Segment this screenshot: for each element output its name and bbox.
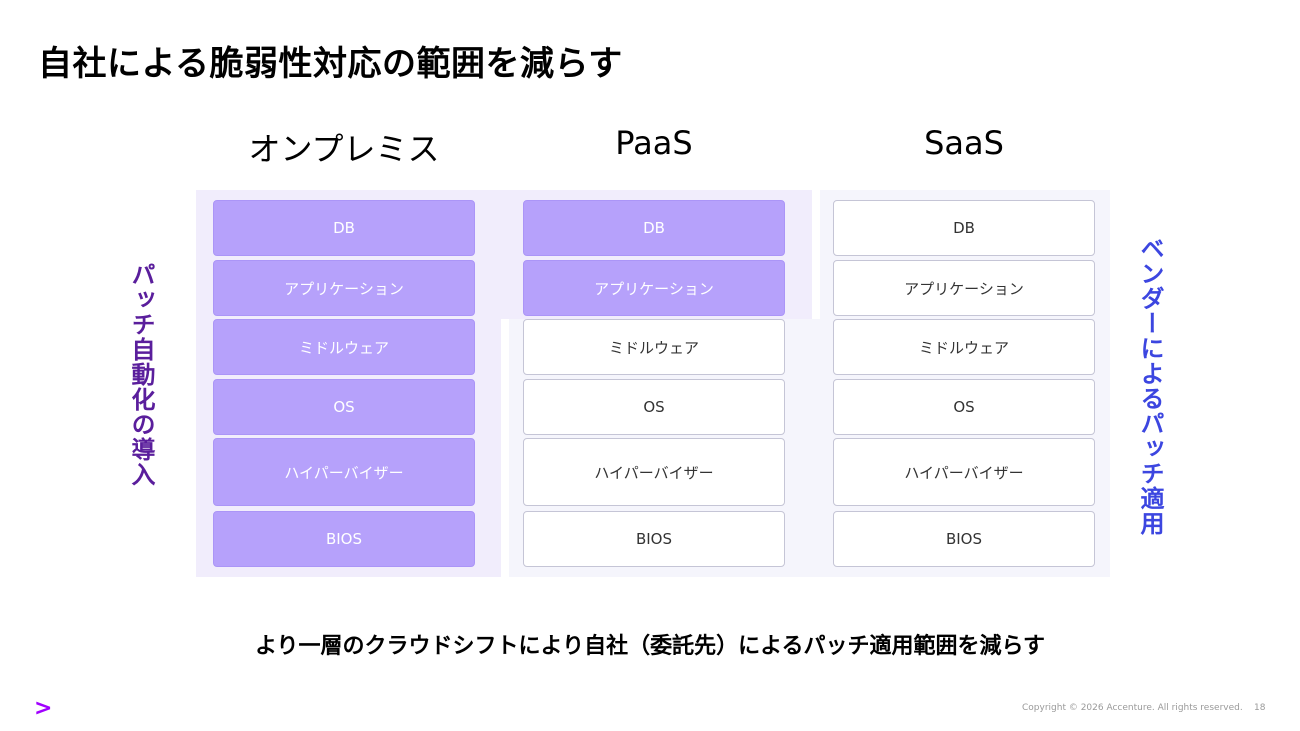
layer-block-bios: BIOS: [213, 511, 475, 567]
layer-block-hypervisor: ハイパーバイザー: [833, 438, 1095, 506]
layer-block-db: DB: [213, 200, 475, 256]
column-header-on-premises: オンプレミス: [248, 130, 440, 168]
layer-block-application: アプリケーション: [213, 260, 475, 316]
layer-block-hypervisor: ハイパーバイザー: [213, 438, 475, 506]
slide-title: 自社による脆弱性対応の範囲を減らす: [38, 44, 623, 84]
layer-block-db: DB: [523, 200, 785, 256]
patch-automation-label: パッチ自動化の導入: [127, 262, 155, 487]
layer-block-application: アプリケーション: [523, 260, 785, 316]
layer-block-os: OS: [833, 379, 1095, 435]
layer-block-application: アプリケーション: [833, 260, 1095, 316]
layer-block-bios: BIOS: [833, 511, 1095, 567]
layer-block-middleware: ミドルウェア: [833, 319, 1095, 375]
layer-block-middleware: ミドルウェア: [523, 319, 785, 375]
accenture-logo-icon: >: [34, 696, 53, 721]
layer-block-db: DB: [833, 200, 1095, 256]
copyright-text: Copyright © 2026 Accenture. All rights r…: [1022, 703, 1243, 713]
layer-block-middleware: ミドルウェア: [213, 319, 475, 375]
layer-block-os: OS: [213, 379, 475, 435]
vendor-patching-label: ベンダーによるパッチ適用: [1136, 236, 1164, 536]
layer-block-os: OS: [523, 379, 785, 435]
layer-block-hypervisor: ハイパーバイザー: [523, 438, 785, 506]
bottom-message: より一層のクラウドシフトにより自社（委託先）によるパッチ適用範囲を減らす: [254, 634, 1046, 659]
column-header-paas: PaaS: [615, 124, 693, 162]
page-number: 18: [1254, 703, 1266, 713]
layer-block-bios: BIOS: [523, 511, 785, 567]
column-header-saas: SaaS: [924, 124, 1004, 162]
